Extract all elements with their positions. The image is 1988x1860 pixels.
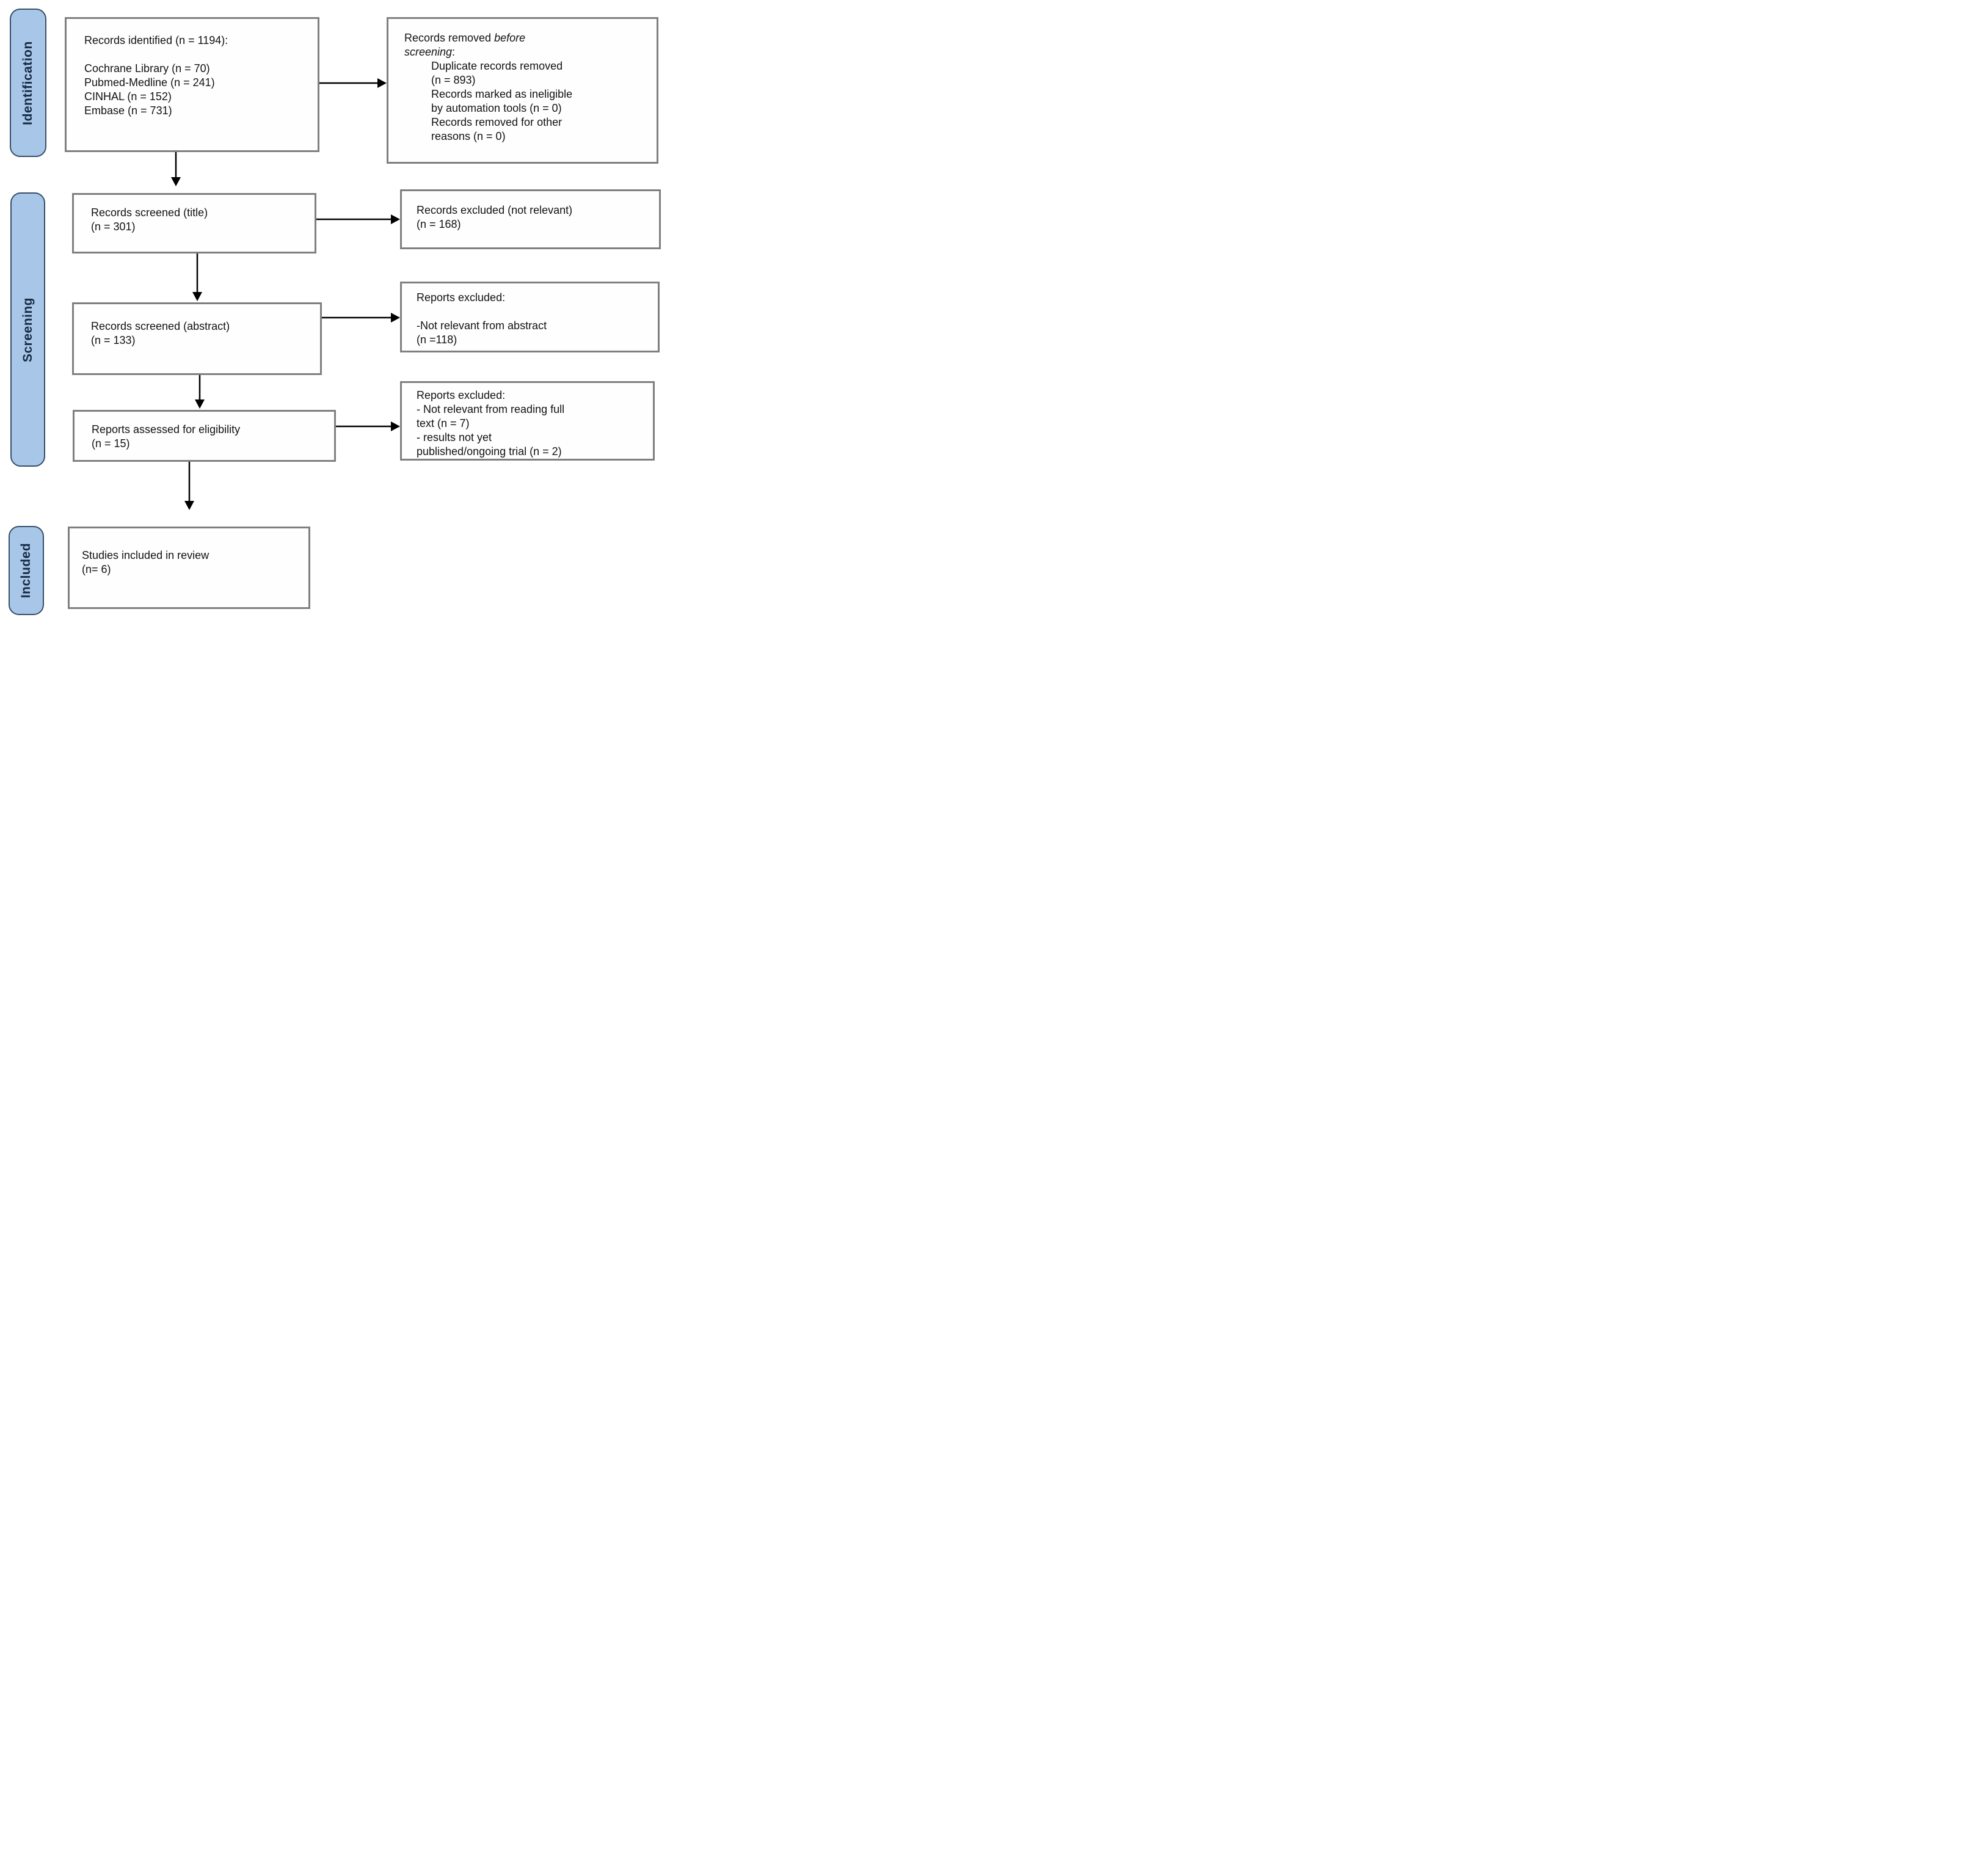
source-cochrane: Cochrane Library (n = 70)	[84, 62, 210, 75]
fulltext-reason1-line2: text (n = 7)	[417, 417, 470, 429]
prisma-flow-diagram: Identification Screening Included Record…	[0, 0, 663, 620]
included-count: (n= 6)	[82, 563, 111, 575]
removed-duplicates: Duplicate records removed	[431, 60, 563, 72]
arrow-identified-to-removed	[319, 78, 387, 88]
arrow-screened-title-to-screened-abstract	[192, 253, 202, 301]
removed-other: Records removed for other	[431, 116, 563, 128]
stage-label-screening: Screening	[10, 192, 45, 467]
removed-other-count: reasons (n = 0)	[431, 130, 506, 142]
included-text: Studies included in review	[82, 549, 209, 561]
arrow-screened-abstract-to-excluded	[322, 313, 400, 323]
removed-title-line1: Records removed before	[404, 32, 526, 44]
spacer-line	[84, 48, 313, 62]
arrow-identified-to-screened-title	[171, 152, 181, 186]
removed-title-line2: screening:	[404, 46, 456, 58]
box-records-screened-abstract: Records screened (abstract) (n = 133)	[72, 302, 322, 375]
assessed-count: (n = 15)	[92, 437, 130, 450]
screened-title-text: Records screened (title)	[91, 206, 208, 219]
stage-label-identification: Identification	[10, 9, 46, 157]
stage-label-screening-text: Screening	[20, 297, 35, 362]
box-reports-excluded-abstract: Reports excluded: -Not relevant from abs…	[400, 282, 660, 352]
fulltext-reason2-line2: published/ongoing trial (n = 2)	[417, 445, 562, 458]
spacer-line	[417, 305, 654, 319]
source-cinhal: CINHAL (n = 152)	[84, 90, 172, 103]
screened-abstract-text: Records screened (abstract)	[91, 320, 230, 332]
removed-duplicates-count: (n = 893)	[431, 74, 476, 86]
box-records-removed-before-screening: Records removed before screening: Duplic…	[387, 17, 658, 164]
screened-title-count: (n = 301)	[91, 221, 136, 233]
reports-excluded-abstract-count: (n =118)	[417, 334, 457, 346]
arrow-screened-title-to-excluded	[316, 214, 400, 224]
stage-label-identification-text: Identification	[21, 40, 35, 125]
box-reports-excluded-fulltext: Reports excluded: - Not relevant from re…	[400, 381, 655, 461]
stage-label-included-text: Included	[19, 542, 33, 599]
excluded-not-relevant-count: (n = 168)	[417, 218, 461, 230]
fulltext-reason2-line1: - results not yet	[417, 431, 492, 443]
removed-automation-count: by automation tools (n = 0)	[431, 102, 562, 114]
box-records-screened-title: Records screened (title) (n = 301)	[72, 193, 316, 253]
excluded-not-relevant-text: Records excluded (not relevant)	[417, 204, 573, 216]
arrow-assessed-to-excluded	[336, 421, 400, 431]
assessed-text: Reports assessed for eligibility	[92, 423, 241, 436]
stage-label-included: Included	[9, 526, 44, 615]
fulltext-reason1-line1: - Not relevant from reading full	[417, 403, 565, 415]
box-records-identified: Records identified (n = 1194): Cochrane …	[65, 17, 319, 152]
source-pubmed: Pubmed-Medline (n = 241)	[84, 76, 215, 89]
records-identified-title: Records identified (n = 1194):	[84, 34, 228, 46]
reports-excluded-fulltext-title: Reports excluded:	[417, 389, 506, 401]
screened-abstract-count: (n = 133)	[91, 334, 136, 346]
removed-automation: Records marked as ineligible	[431, 88, 573, 100]
box-reports-assessed: Reports assessed for eligibility (n = 15…	[73, 410, 336, 462]
reports-excluded-abstract-reason: -Not relevant from abstract	[417, 319, 547, 332]
box-studies-included: Studies included in review (n= 6)	[68, 527, 310, 609]
reports-excluded-abstract-title: Reports excluded:	[417, 291, 506, 304]
arrow-screened-abstract-to-assessed	[195, 375, 205, 409]
box-records-excluded-not-relevant: Records excluded (not relevant) (n = 168…	[400, 189, 661, 249]
source-embase: Embase (n = 731)	[84, 104, 172, 117]
arrow-assessed-to-included	[184, 462, 194, 510]
